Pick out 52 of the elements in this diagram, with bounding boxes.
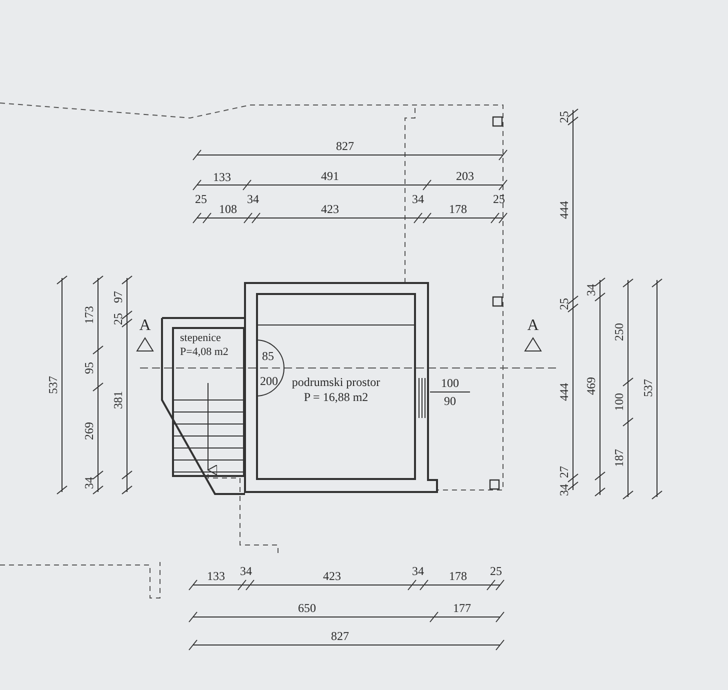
dimension-label: 34 [83, 477, 95, 489]
dimension-label: 34 [412, 193, 424, 205]
dimension-label: 27 [558, 466, 570, 478]
dimension-label: 25 [112, 313, 124, 325]
basement-room [256, 293, 416, 480]
stair-room [172, 327, 245, 477]
dimension-label: 187 [613, 449, 625, 467]
dimension-label: 537 [47, 376, 59, 394]
dimension-label: 133 [213, 171, 231, 183]
dimension-label: 827 [336, 140, 354, 152]
section-label: A [139, 318, 151, 334]
dimension-label: 178 [449, 570, 467, 582]
dimension-label: 250 [613, 323, 625, 341]
dimension-label: 650 [298, 602, 316, 614]
dimension-label: 491 [321, 170, 339, 182]
section-label: A [527, 318, 539, 334]
dimension-label: 173 [83, 306, 95, 324]
dimension-label: 444 [558, 201, 570, 219]
dimension-label: 34 [412, 565, 424, 577]
dimension-label: 25 [490, 565, 502, 577]
room-name: podrumski prostor [292, 375, 380, 390]
dimension-label: 25 [558, 111, 570, 123]
area-label: P = 16,88 m2 [304, 390, 368, 405]
dimension-label: 537 [642, 379, 654, 397]
area-label: P=4,08 m2 [180, 346, 228, 360]
window-dimension: 90 [444, 395, 456, 407]
dimension-label: 133 [207, 570, 225, 582]
dimension-label: 100 [613, 393, 625, 411]
dimension-label: 269 [83, 422, 95, 440]
dimension-label: 108 [219, 203, 237, 215]
window-dimension: 100 [441, 377, 459, 389]
dimension-label: 423 [323, 570, 341, 582]
dimension-label: 827 [331, 630, 349, 642]
dimension-label: 25 [195, 193, 207, 205]
dimension-label: 178 [449, 203, 467, 215]
door-dimension: 200 [260, 375, 278, 387]
dimension-label: 203 [456, 170, 474, 182]
room-name: stepenice [180, 332, 221, 346]
dimension-label: 177 [453, 602, 471, 614]
dimension-label: 95 [83, 362, 95, 374]
dimension-label: 97 [112, 291, 124, 303]
dimension-label: 34 [558, 484, 570, 496]
dimension-label: 34 [240, 565, 252, 577]
dimension-label: 423 [321, 203, 339, 215]
dimension-label: 469 [585, 377, 597, 395]
dimension-label: 25 [558, 298, 570, 310]
dimension-label: 444 [558, 383, 570, 401]
dimension-label: 34 [585, 284, 597, 296]
dimension-label: 25 [493, 193, 505, 205]
door-dimension: 85 [262, 350, 274, 362]
dimension-label: 381 [112, 391, 124, 409]
dimension-label: 34 [247, 193, 259, 205]
